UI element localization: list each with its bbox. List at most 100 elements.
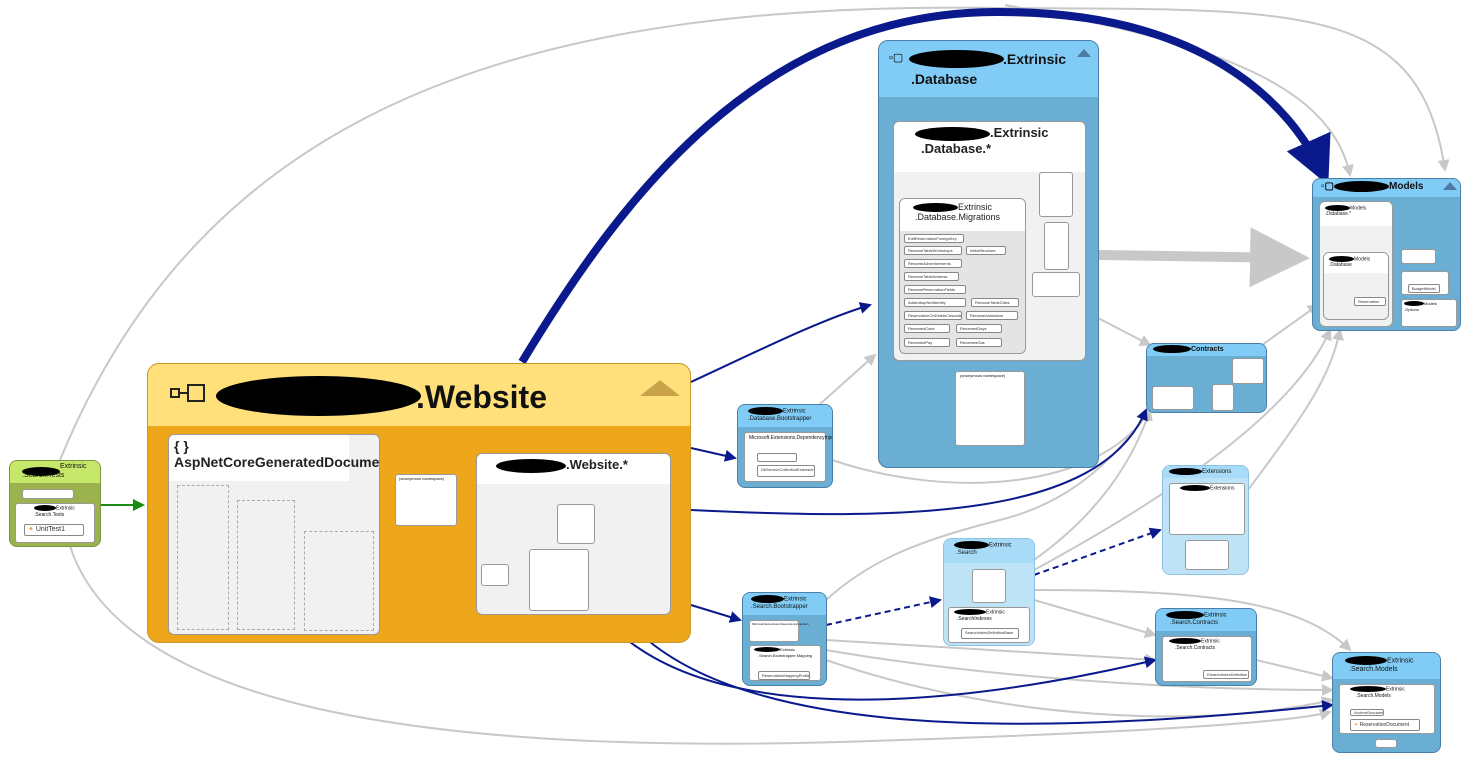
migration-class[interactable]: RenameAdvertisements (904, 259, 962, 268)
edge-tests-models (59, 6, 1450, 461)
edge-searchboot-searchmodels (825, 649, 1334, 696)
class-box (557, 504, 595, 544)
website-assembly-node[interactable]: .Website { } AspNetCoreGeneratedDocument… (147, 363, 691, 643)
namespace-models-options[interactable]: Models .Options (1401, 299, 1457, 327)
namespace-dependency-injection[interactable]: Microsoft.Extensions.DependencyInjection… (744, 432, 832, 482)
migration-class[interactable]: RenamedGas (956, 338, 1002, 347)
edge-search-contracts (1033, 408, 1153, 561)
edge-search-models (1033, 328, 1332, 571)
migration-class[interactable]: RenamedDays (956, 324, 1002, 333)
class-cluster (237, 500, 295, 630)
namespace-search-models[interactable]: Extrinsic .Search.Models ArchiveDocument… (1339, 684, 1435, 734)
collapse-icon[interactable] (640, 380, 680, 396)
class-item[interactable]: ✦ ReservationDocument (1350, 719, 1420, 731)
migration-class[interactable]: ReservationOnDeleteCascade (904, 311, 962, 320)
edge-tests-searchmodels (69, 545, 1332, 745)
class-item[interactable]: ArchiveDocument (1350, 709, 1384, 716)
database-assembly-node[interactable]: ▫▢ .Extrinsic .Database .Extrinsic .Data… (878, 40, 1099, 468)
extensions-assembly-node[interactable]: Extensions Extensions (1162, 465, 1249, 575)
class-box (1212, 384, 1234, 411)
edge-search-extensions-dashed (1033, 527, 1162, 576)
collapse-icon[interactable] (1077, 49, 1091, 57)
migration-class[interactable]: RenameTableAddress (904, 272, 959, 281)
class-box (1039, 172, 1073, 217)
anonymous-namespace (1185, 540, 1229, 570)
models-assembly-node[interactable]: ▫▢Models Models.Database.* Models.Databa… (1312, 178, 1461, 331)
class-box (1032, 272, 1080, 297)
migration-class[interactable]: RenamedPay (904, 338, 950, 347)
migration-class[interactable]: EditReservationForeignKey (904, 234, 964, 243)
database-bootstrapper-node[interactable]: Extrinsic .Database.Bootstrapper Microso… (737, 404, 833, 488)
contracts-assembly-node[interactable]: Contracts (1146, 343, 1267, 413)
namespace-database[interactable]: .Extrinsic .Database.* Extrinsic .Databa… (893, 121, 1086, 361)
anonymous-namespace[interactable]: (anonymous namespace) (395, 474, 457, 526)
search-models-node[interactable]: Extrinsic .Search.Models Extrinsic .Sear… (1332, 652, 1441, 753)
class-item[interactable]: DbServiceCollectionExtensions (757, 465, 815, 477)
namespace-mapping[interactable]: Extrinsic .Search.Bootstrapper.Mapping R… (749, 645, 821, 681)
edge-website-searchcontracts (629, 641, 1157, 701)
edge-dbboot-db (819, 353, 877, 405)
search-bootstrapper-node[interactable]: Extrinsic .Search.Bootstrapper Microsoft… (742, 592, 827, 686)
class-box (1375, 739, 1397, 748)
namespace-aspnetcore-generated[interactable]: { } AspNetCoreGeneratedDocument (168, 434, 380, 635)
unittest1-class[interactable]: ✦ UnitTest1 (24, 524, 84, 536)
migration-class[interactable]: RenameTableCities (971, 298, 1019, 307)
namespace-migrations[interactable]: Extrinsic .Database.Migrations EditReser… (899, 198, 1026, 354)
namespace-search-contracts[interactable]: Extrinsic .Search.Contracts ISearchIndex… (1162, 636, 1252, 682)
class-box (1232, 358, 1264, 384)
migration-class[interactable]: AddedAspNetIdentity (904, 298, 966, 307)
edge-website-dbboot (690, 447, 737, 462)
assembly-icon (170, 384, 206, 402)
namespace-extensions[interactable]: Extensions (1169, 483, 1245, 535)
namespace-models-database[interactable]: Models.Database Reservation (1323, 252, 1389, 320)
edge-db-models (1097, 227, 1310, 288)
class-box (972, 569, 1006, 603)
tests-namespace[interactable]: Extrinsic .Search.Tests ✦ UnitTest1 (15, 503, 95, 543)
class-box (1152, 386, 1194, 410)
class-item[interactable]: SearchIndexDefinitionBase (961, 628, 1019, 639)
namespace-dependency-injection[interactable]: Microsoft.Extensions.DependencyInjection (749, 620, 809, 642)
edge-website-searchboot (690, 604, 742, 623)
namespace-searchindexes[interactable]: Extrinsic .SearchIndexes SearchIndexDefi… (948, 607, 1030, 643)
class-box (529, 549, 589, 611)
class-box (22, 489, 74, 499)
assembly-icon: ▫▢ (889, 52, 904, 64)
edge-contracts-models (1261, 303, 1320, 346)
namespace-website[interactable]: .Website.* (476, 453, 671, 615)
class-box (1401, 249, 1436, 264)
migration-class[interactable]: InitialStructure (966, 246, 1006, 255)
edge-db-contracts (1097, 317, 1152, 346)
migration-class[interactable]: RenameAnimators (966, 311, 1018, 320)
website-title: .Website (416, 379, 547, 415)
database-anonymous-namespace[interactable]: (anonymous namespace) (955, 371, 1025, 446)
reservation-class[interactable]: Reservation (1354, 297, 1386, 306)
migration-class[interactable]: RenameReservationFields (904, 285, 966, 294)
edge-dbboot-contracts (831, 408, 1152, 484)
search-contracts-node[interactable]: Extrinsic .Search.Contracts Extrinsic .S… (1155, 608, 1257, 686)
edge-searchboot-searchcontracts (825, 639, 1157, 666)
edge-searchboot-search-dashed (825, 596, 942, 626)
class-item[interactable]: ReservationMappingProfile (758, 671, 810, 680)
search-tests-assembly-node[interactable]: Extrinsic .Search.Tests Extrinsic .Searc… (9, 460, 101, 547)
edge-website-db (690, 302, 872, 383)
migration-class[interactable]: RenameTableWorkshops (904, 246, 962, 255)
class-cluster (177, 485, 229, 630)
edge-website-contracts (690, 408, 1148, 516)
edge-searchcontracts-searchmodels (1255, 659, 1334, 682)
website-ns-title: .Website.* (566, 457, 628, 472)
options-box: BudgetModel (1401, 271, 1449, 295)
class-item[interactable]: ISearchIndexDefinition (1203, 670, 1249, 679)
migration-class[interactable]: RenamedCake (904, 324, 950, 333)
edge-website-models-strong (518, 7, 1331, 365)
collapse-icon[interactable] (1443, 182, 1457, 190)
redacted-name (216, 376, 421, 416)
budget-model-class[interactable]: BudgetModel (1408, 284, 1440, 293)
class-cluster (304, 531, 374, 631)
class-box (1044, 222, 1069, 270)
namespace-models-database-star[interactable]: Models.Database.* Models.Database Reserv… (1319, 201, 1393, 327)
search-assembly-node[interactable]: Extrinsic .Search Extrinsic .SearchIndex… (943, 538, 1035, 646)
edge-search-searchcontracts (1033, 599, 1157, 638)
edge-website-searchmodels (649, 641, 1334, 725)
edge-extensions-models (1247, 328, 1344, 491)
